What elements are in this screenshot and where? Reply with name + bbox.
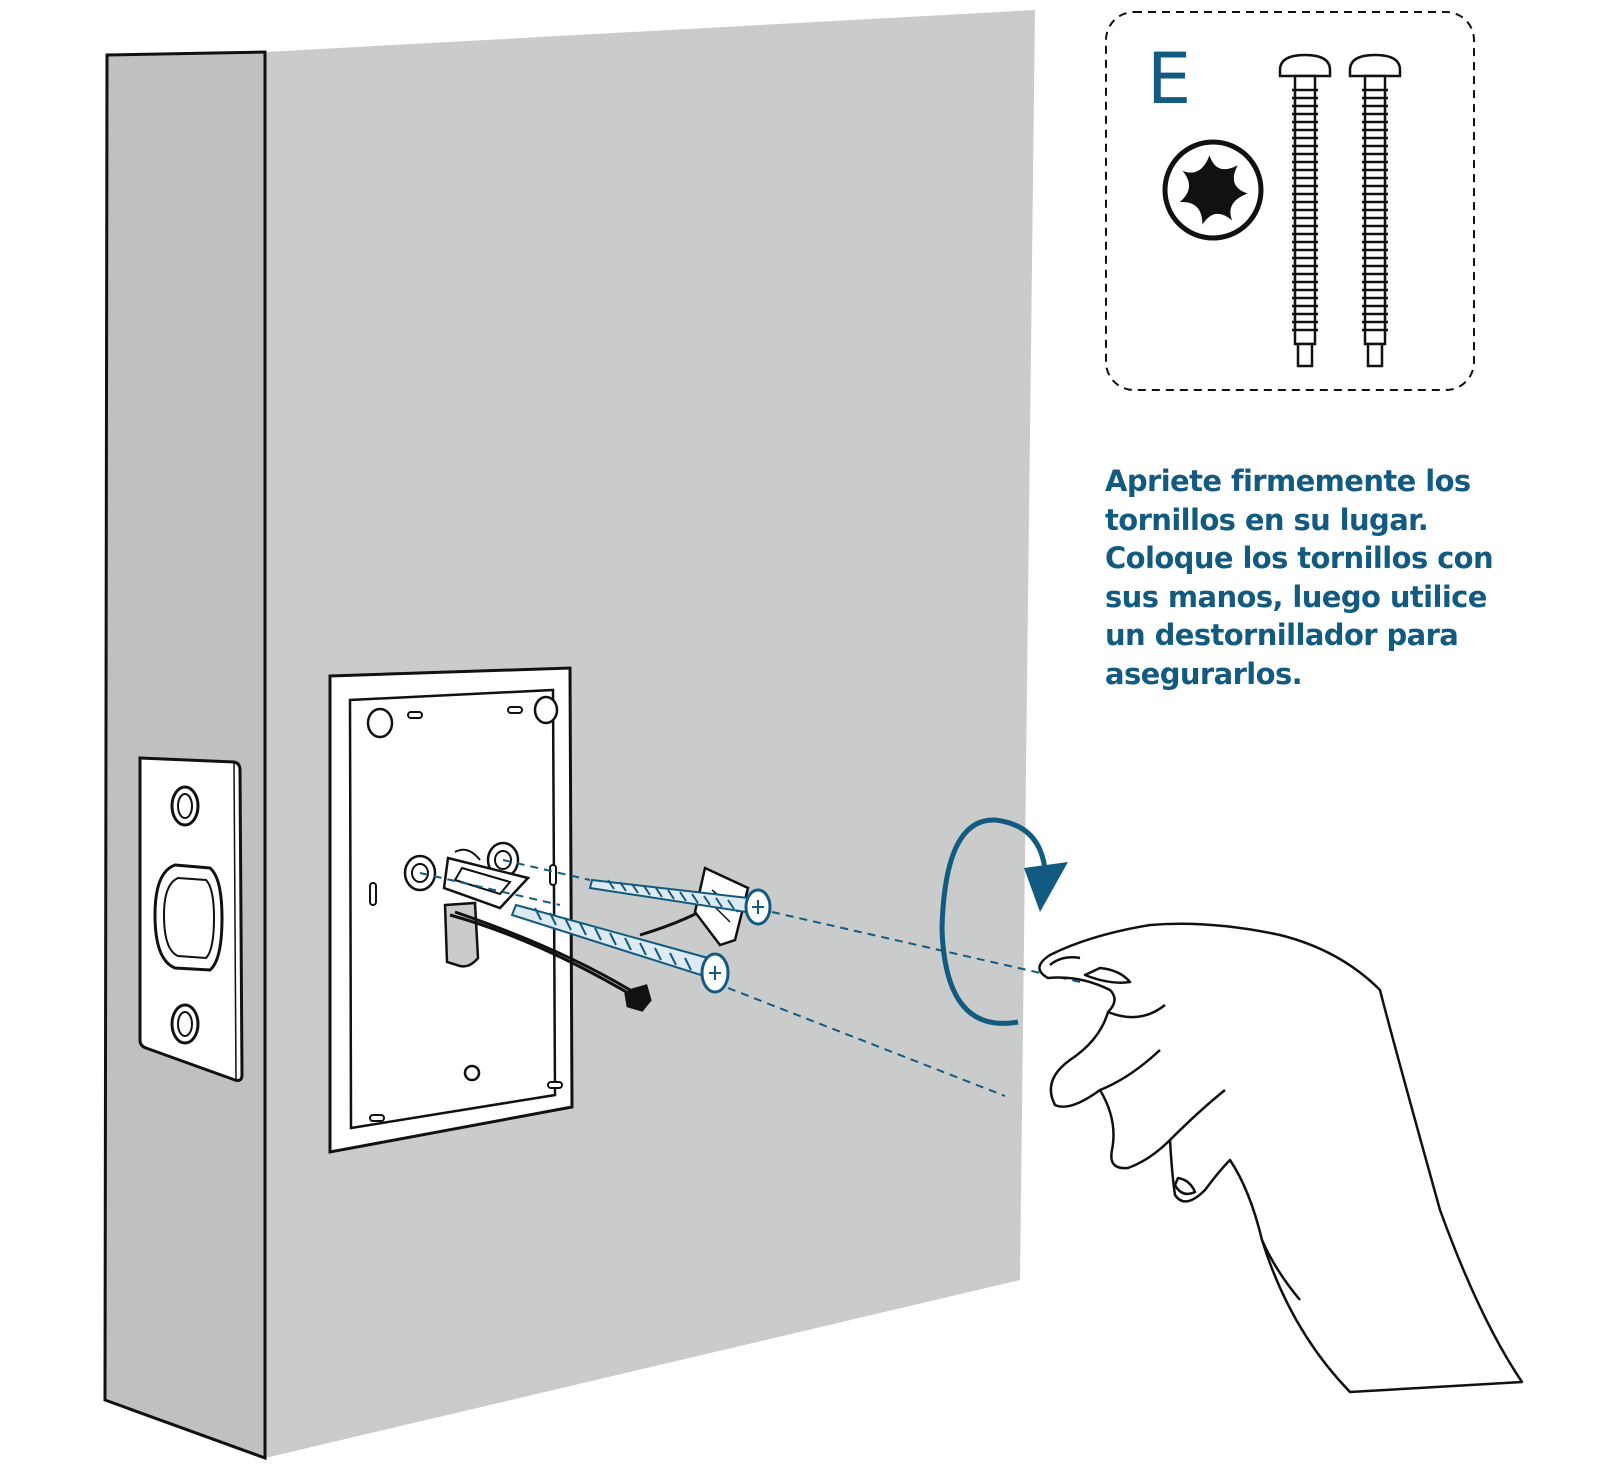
- alignment-guides: [419, 859, 1081, 1097]
- clockwise-rotation-arrow-icon: [939, 817, 1068, 1026]
- latch-bolt-hole: [153, 863, 224, 972]
- instruction-line-1: Apriete firmemente los: [1105, 464, 1471, 498]
- mounting-screw-lower: [510, 903, 730, 994]
- instruction-line-3: Coloque los tornillos con: [1105, 541, 1494, 575]
- hand-icon: [1038, 922, 1524, 1394]
- instruction-text: Apriete firmemente los tornillos en su l…: [1105, 462, 1575, 693]
- mounting-plate-icon: [328, 666, 574, 1154]
- door-edge: [103, 50, 267, 1461]
- mounting-screw-upper: [588, 878, 772, 926]
- parts-inset: E: [1105, 11, 1475, 391]
- machine-screw-icon: [1278, 53, 1402, 368]
- instruction-line-4: sus manos, luego utilice: [1105, 579, 1487, 614]
- phillips-screwdriver-icon: [1162, 139, 1264, 241]
- instruction-line-6: asegurarlos.: [1105, 656, 1303, 691]
- latch-plate-icon: [138, 756, 244, 1082]
- instruction-line-5: un destornillador para: [1105, 618, 1459, 652]
- step-letter: E: [1147, 38, 1191, 120]
- instruction-line-2: tornillos en su lugar.: [1105, 502, 1429, 537]
